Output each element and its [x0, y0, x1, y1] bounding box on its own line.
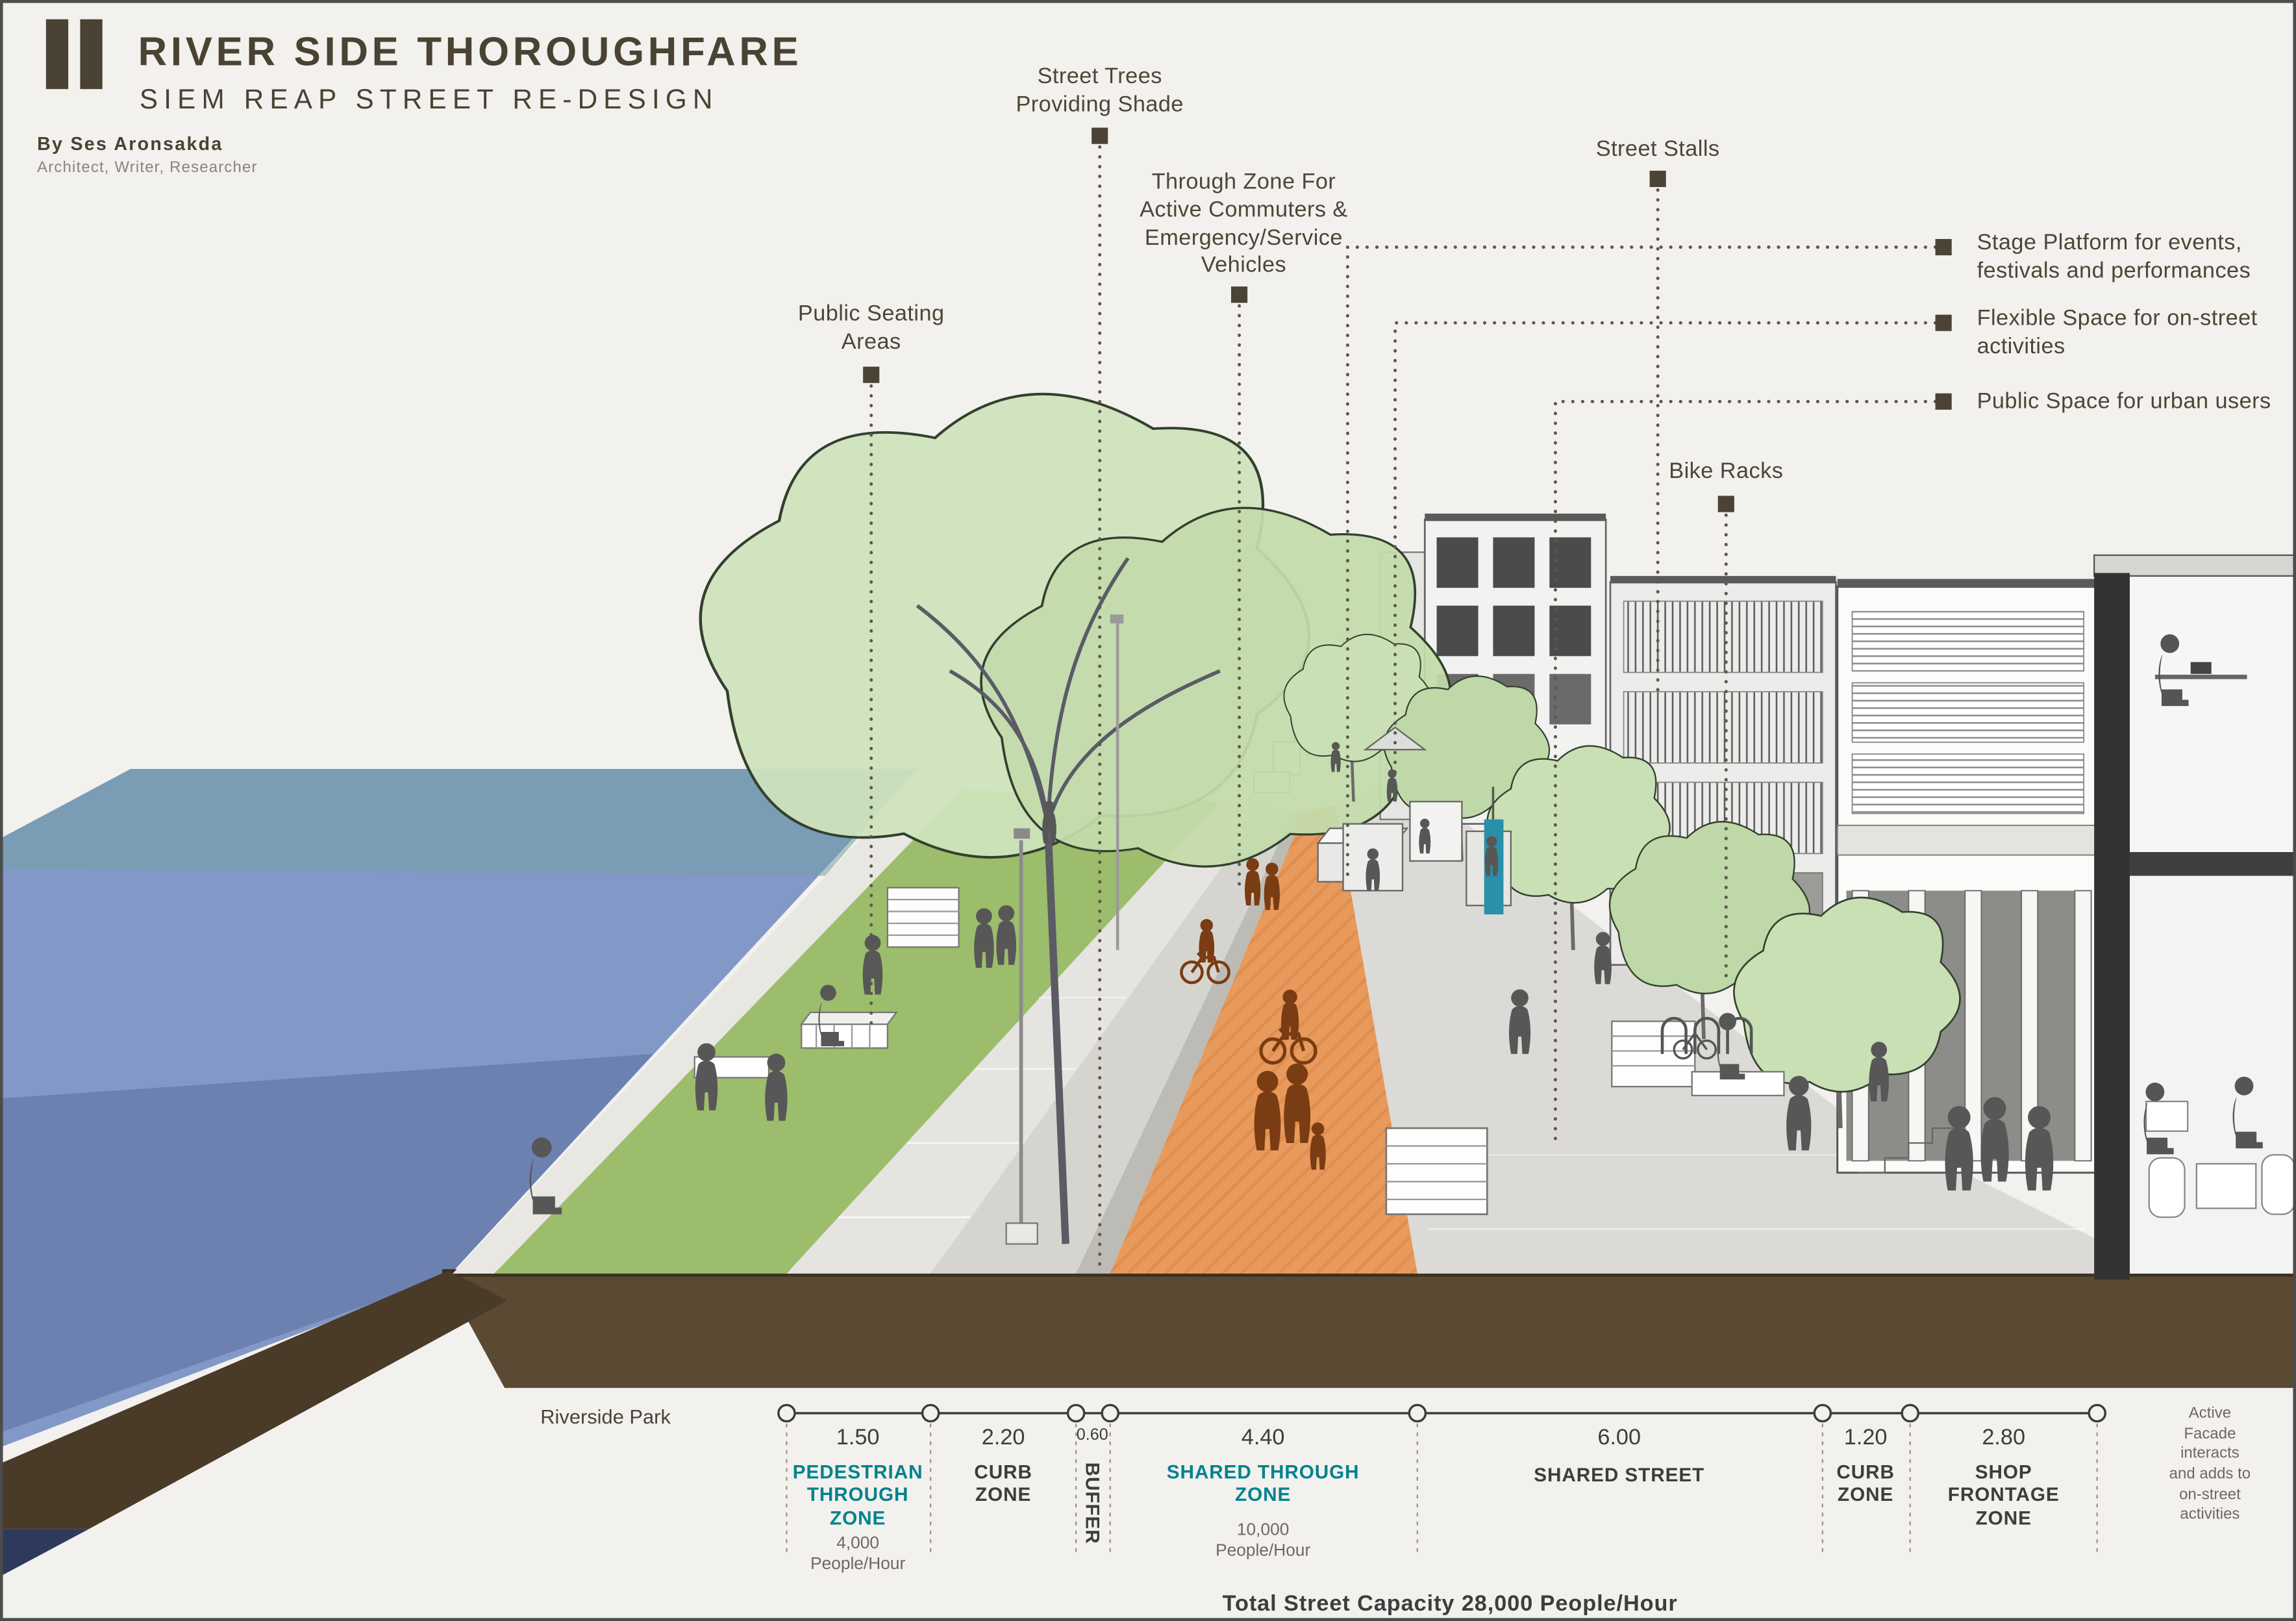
marker-street-trees-icon	[1092, 127, 1108, 144]
seating-stack	[1385, 1127, 1488, 1216]
zone-pedestrian-capacity: 4,000 People/Hour	[810, 1535, 906, 1574]
marker-through-zone-icon	[1231, 286, 1248, 303]
logo-bar	[80, 19, 103, 90]
seating-stack	[1611, 1020, 1785, 1097]
zone-curb-left: CURB ZONE	[974, 1461, 1032, 1506]
active-facade-note: Active Facade interacts and adds to on-s…	[2169, 1404, 2251, 1524]
dim-width-pedestrian: 1.50	[836, 1425, 880, 1451]
riverside-path	[453, 775, 962, 1274]
callout-leaders	[869, 145, 1938, 1266]
buildings	[1379, 513, 2099, 1174]
zone-shared-through: SHARED THROUGH ZONE	[1166, 1461, 1360, 1506]
big-street-tree	[701, 394, 1451, 1244]
park-bench	[801, 1024, 889, 1049]
marker-public-space-icon	[1935, 393, 1952, 410]
dim-width-buffer: 0.60	[1076, 1426, 1108, 1444]
zone-shared-through-capacity: 10,000 People/Hour	[1216, 1521, 1311, 1561]
zone-pedestrian-through: PEDESTRIAN THROUGH ZONE	[792, 1461, 923, 1529]
dim-width-shop-frontage: 2.80	[1982, 1425, 2026, 1451]
dim-width-curb-right: 1.20	[1843, 1425, 1888, 1451]
marker-flexible-space-icon	[1935, 314, 1952, 331]
byline: By Ses Aronsakda	[37, 133, 223, 155]
dim-width-shared-street: 6.00	[1597, 1425, 1641, 1451]
byline-role: Architect, Writer, Researcher	[37, 158, 258, 177]
logo-bar	[45, 19, 69, 90]
marker-public-seating-icon	[863, 366, 880, 383]
dim-width-shared-through: 4.40	[1241, 1425, 1285, 1451]
callout-public-seating: Public Seating Areas	[797, 301, 945, 355]
marker-street-stalls-icon	[1649, 170, 1666, 187]
zone-shop-frontage: SHOP FRONTAGE ZONE	[1947, 1461, 2060, 1529]
marker-bike-racks-icon	[1717, 496, 1734, 512]
callout-stage-platform: Stage Platform for events, festivals and…	[1977, 230, 2251, 284]
page-title: RIVER SIDE THOROUGHFARE	[138, 29, 803, 75]
callout-street-stalls: Street Stalls	[1595, 136, 1720, 162]
callout-bike-racks: Bike Racks	[1669, 459, 1784, 484]
callout-through-zone: Through Zone For Active Commuters & Emer…	[1140, 169, 1348, 279]
callout-flexible-space: Flexible Space for on-street activities	[1977, 305, 2258, 359]
zone-curb-right: CURB ZONE	[1836, 1461, 1895, 1506]
callout-markers	[863, 127, 1952, 512]
street-furniture	[693, 614, 1785, 1245]
page-subtitle: SIEM REAP STREET RE-DESIGN	[139, 83, 719, 115]
callout-street-trees: Street Trees Providing Shade	[1016, 64, 1184, 118]
street-stalls-group	[1316, 726, 1512, 915]
seating-stack	[886, 886, 960, 948]
total-capacity: Total Street Capacity 28,000 People/Hour	[1222, 1591, 1678, 1617]
dimension-line	[777, 1403, 2107, 1553]
leader-flexible-space	[1393, 321, 1938, 777]
zone-buffer: BUFFER	[1081, 1462, 1104, 1544]
callout-public-space: Public Space for urban users	[1977, 388, 2271, 414]
building-section-cut	[2093, 554, 2296, 1280]
zone-shared-street: SHARED STREET	[1534, 1463, 1705, 1486]
riverside-park-label: Riverside Park	[540, 1405, 671, 1428]
river	[0, 769, 917, 1448]
leader-public-space	[1553, 399, 1938, 1145]
leader-stage-platform	[1345, 245, 1938, 881]
dim-width-curb-left: 2.20	[981, 1425, 1025, 1451]
marker-stage-platform-icon	[1935, 239, 1952, 256]
